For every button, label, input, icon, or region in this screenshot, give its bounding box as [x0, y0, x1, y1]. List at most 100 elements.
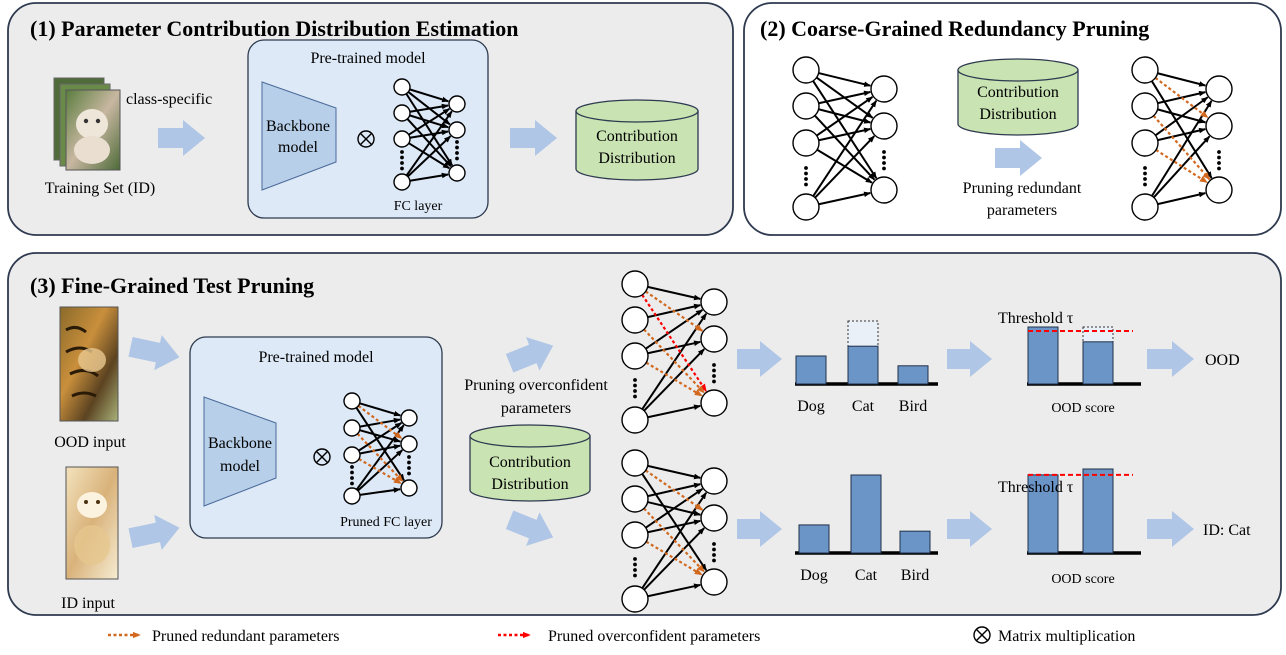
neuron-node: [400, 409, 418, 427]
category-label-bird: Bird: [899, 398, 927, 415]
network-edge: [1157, 127, 1207, 142]
panel1-title: (1) Parameter Contribution Distribution …: [30, 16, 518, 41]
legend: Pruned redundant parameters Pruned overc…: [108, 626, 1135, 645]
network-edge: [818, 72, 872, 87]
network-edge: [355, 407, 405, 482]
network-edge: [647, 285, 702, 301]
ellipsis-dot: [350, 465, 354, 469]
fc-layer-network: [393, 78, 466, 191]
neuron-node: [700, 467, 728, 495]
panel-coarse-grained-pruning: (2) Coarse-Grained Redundancy Pruning Co…: [743, 2, 1282, 236]
ellipsis-dot: [455, 156, 459, 161]
category-label-cat: Cat: [852, 398, 875, 415]
pruned-redundant-edge: [358, 458, 402, 485]
arrow-icon: [947, 511, 992, 547]
ood-input-label: OOD input: [54, 434, 126, 451]
network-edge: [647, 519, 701, 534]
legend-redundant-label: Pruned redundant parameters: [152, 628, 339, 645]
neuron-node: [792, 193, 820, 221]
ellipsis-dot: [1143, 177, 1147, 181]
network-edge: [407, 135, 452, 178]
ellipsis-dot: [633, 568, 637, 572]
neuron-node: [393, 130, 411, 148]
neuron-node: [700, 389, 728, 417]
network-edge: [409, 172, 449, 182]
network-edge: [647, 583, 701, 598]
ellipsis-dot: [633, 389, 637, 393]
neuron-node: [700, 504, 728, 532]
fc-layer-label: FC layer: [394, 199, 443, 214]
ellipsis-dot: [712, 368, 716, 373]
ellipsis-dot: [400, 150, 404, 154]
network-edge: [409, 88, 450, 103]
ellipsis-dot: [633, 383, 637, 388]
pruned-redundant-edge: [1155, 149, 1208, 184]
contribution-distribution-cylinder-2: Contribution Distribution: [957, 58, 1079, 136]
network-edge: [359, 402, 402, 417]
ellipsis-dot: [1143, 171, 1147, 176]
score-bar-first: [1027, 326, 1059, 385]
network-edge: [1153, 135, 1211, 199]
neuron-node: [792, 129, 820, 157]
arrow-icon: [737, 511, 782, 547]
neuron-node: [792, 56, 820, 84]
ellipsis-dot: [712, 379, 716, 384]
network-edge: [818, 191, 872, 206]
neuron-node: [621, 406, 649, 434]
ellipsis-dot: [350, 481, 354, 486]
neuron-node: [700, 288, 728, 316]
network-edge: [359, 487, 401, 496]
pretrained-model-box: Pre-trained model Backbone model FC laye…: [247, 39, 489, 219]
neuron-node: [870, 176, 898, 204]
network-edge: [405, 110, 453, 177]
bar-cat: [847, 345, 879, 385]
ood-score-label: OOD score: [1051, 572, 1114, 587]
ellipsis-dot: [1217, 150, 1221, 154]
panel3-title: (3) Fine-Grained Test Pruning: [30, 273, 314, 298]
neuron-node: [1205, 75, 1233, 103]
neuron-node: [393, 78, 411, 96]
ellipsis-dot: [633, 562, 637, 567]
neuron-node: [1131, 56, 1159, 84]
network-edge: [408, 107, 450, 136]
legend-overconfident-label: Pruned overconfident parameters: [548, 628, 760, 645]
panel2-title: (2) Coarse-Grained Redundancy Pruning: [760, 16, 1149, 41]
ood-score-threshold-chart: [1027, 326, 1141, 386]
neuron-node: [393, 173, 411, 191]
contribution-label-1: Contribution: [489, 454, 571, 471]
category-label-bird: Bird: [901, 567, 929, 584]
ellipsis-dot: [1217, 161, 1221, 165]
result-id-label: ID: Cat: [1203, 522, 1251, 539]
pruned-fc-label: Pruned FC layer: [340, 515, 432, 530]
ellipsis-dot: [882, 166, 886, 171]
id-pruned-network: [621, 449, 728, 613]
network-edge: [647, 404, 701, 419]
score-bar-second: [1082, 468, 1114, 554]
pruned-redundant-edge: [643, 507, 706, 573]
neuron-node: [343, 392, 361, 410]
full-network: [792, 56, 898, 221]
neuron-node: [700, 568, 728, 596]
network-edge: [812, 100, 878, 197]
id-class-score-bars: [795, 474, 938, 555]
pruned-network: [1131, 56, 1233, 221]
neuron-node: [621, 449, 649, 477]
ood-input-image: [59, 306, 119, 422]
category-label-dog: Dog: [800, 567, 828, 584]
ellipsis-dot: [407, 455, 411, 459]
ellipsis-dot: [1217, 166, 1221, 171]
backbone-label-1: Backbone: [208, 435, 272, 452]
neuron-node: [448, 95, 466, 113]
arrow-icon: [995, 140, 1042, 176]
ellipsis-dot: [882, 161, 886, 165]
network-edge: [1157, 191, 1207, 206]
neuron-node: [343, 446, 361, 464]
neuron-node: [1205, 176, 1233, 204]
pruning-overconfident-label-2: parameters: [501, 400, 571, 417]
network-edge: [1157, 72, 1207, 87]
ellipsis-dot: [712, 374, 716, 378]
arrow-icon: [947, 341, 992, 377]
arrow-icon: [1147, 511, 1194, 547]
arrow-icon: [128, 514, 180, 550]
pretrained-model-label: Pre-trained model: [258, 349, 374, 366]
